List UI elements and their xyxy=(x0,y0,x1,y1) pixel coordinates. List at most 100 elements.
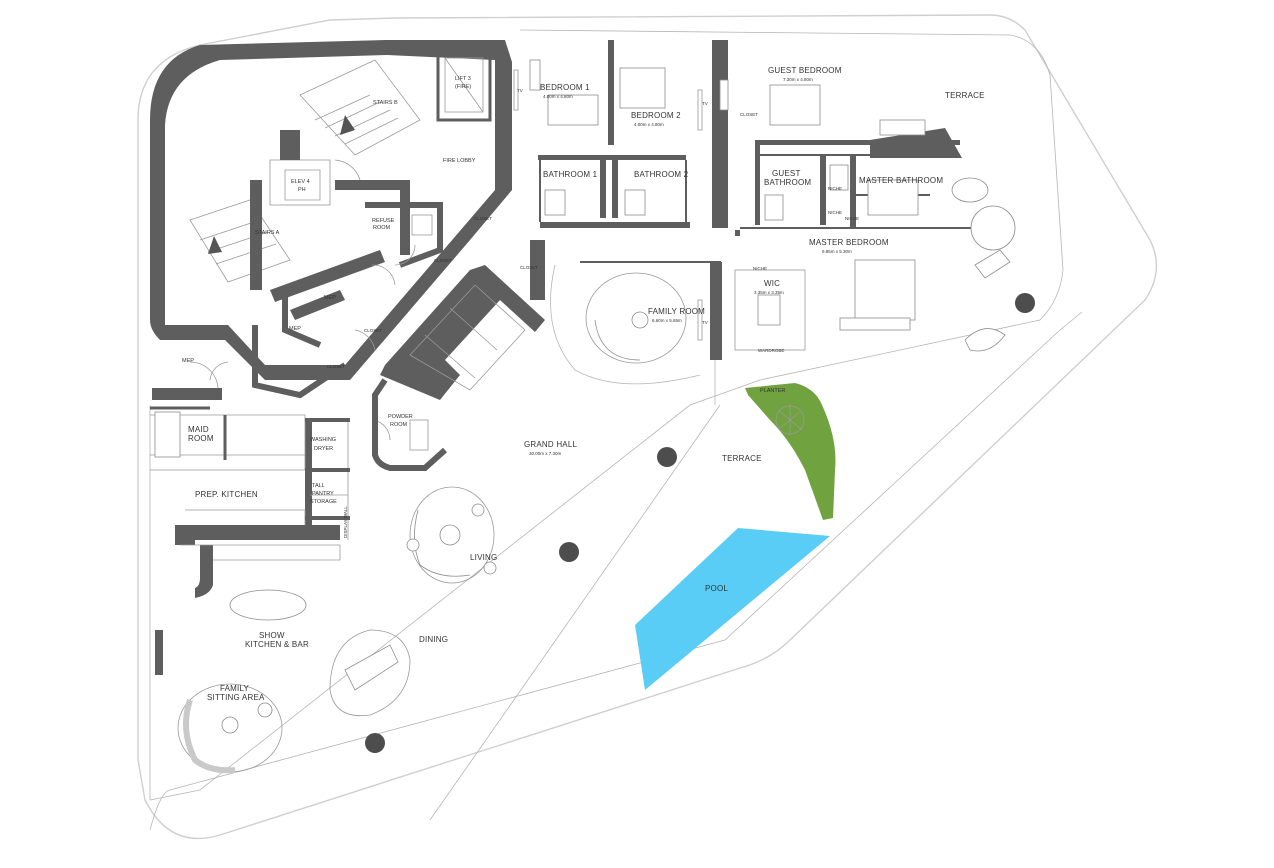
label-bedroom1-dim: 4.00m x 4.80m xyxy=(543,94,573,99)
label-bedroom2: BEDROOM 2 xyxy=(631,111,681,120)
label-display-wall: DISPLAY WALL xyxy=(343,506,348,538)
label-stairs-a: STAIRS A xyxy=(255,230,280,236)
label-show-kitchen-sub: KITCHEN & BAR xyxy=(245,640,309,649)
slab-outline xyxy=(149,29,1064,801)
label-guest-bathroom: GUEST xyxy=(772,169,801,178)
label-powder-sub: ROOM xyxy=(390,422,408,428)
closet-block-inner xyxy=(409,284,526,391)
label-wic-dim: 3.35m x 3.35m xyxy=(754,290,784,295)
refuse-chute xyxy=(411,214,433,236)
stairs-b xyxy=(299,59,421,156)
label-tall-pantry-3: STORAGE xyxy=(310,499,337,505)
label-master-bathroom: MASTER BATHROOM xyxy=(859,176,943,185)
label-bathroom2: BATHROOM 2 xyxy=(634,170,689,179)
core-inner-walls xyxy=(250,130,410,320)
powder-vanity xyxy=(409,419,429,451)
label-wic: WIC xyxy=(764,279,780,288)
label-refuse: REFUSE xyxy=(372,218,395,224)
pool-shape xyxy=(635,528,830,690)
label-bathroom1: BATHROOM 1 xyxy=(543,170,598,179)
label-bedroom2-dim: 4.00m x 4.80m xyxy=(634,122,664,127)
lift3-cross-a xyxy=(444,57,484,113)
kitchen-island xyxy=(229,589,307,621)
elev4-car xyxy=(284,169,321,201)
closet-block xyxy=(380,265,545,400)
label-lift3-sub: (FIRE) xyxy=(455,84,471,90)
label-living: LIVING xyxy=(470,553,497,562)
label-family-room: FAMILY ROOM xyxy=(648,307,705,316)
label-niche-4: NICHE xyxy=(753,266,767,271)
label-family-sitting: FAMILY xyxy=(220,684,250,693)
mep-walls xyxy=(252,290,347,399)
label-washing: WASHING xyxy=(310,437,336,443)
label-maid: MAID xyxy=(188,425,209,434)
bedroom-furniture xyxy=(529,59,1016,352)
label-tv-3: TV xyxy=(702,320,708,325)
label-tall-pantry-2: PANTRY xyxy=(312,491,334,497)
label-tv-1: TV xyxy=(517,88,523,93)
label-tv-2: TV xyxy=(702,101,708,106)
wardrobe-wall xyxy=(710,262,722,360)
living-furniture xyxy=(406,486,497,584)
planter-shape xyxy=(745,383,836,520)
label-maid-sub: ROOM xyxy=(188,434,214,443)
label-closet-3: CLOSET xyxy=(364,328,382,333)
label-mep-1: MEP xyxy=(324,295,336,301)
kitchen-walls xyxy=(155,420,340,675)
label-fire-lobby: FIRE LOBBY xyxy=(443,158,476,164)
label-niche-2: NICHE xyxy=(828,210,842,215)
label-master-bedroom-dim: 9.85m x 5.30m xyxy=(822,249,852,254)
bedroom-walls xyxy=(530,40,960,300)
label-wardrobe: WARDROBE xyxy=(758,348,784,353)
label-show-kitchen: SHOW xyxy=(259,631,285,640)
label-closet-1: CLOSET xyxy=(474,216,492,221)
washing-walls xyxy=(305,418,350,520)
label-prep-kitchen: PREP. KITCHEN xyxy=(195,490,258,499)
label-grand-hall: GRAND HALL xyxy=(524,440,577,449)
family-room-furniture xyxy=(550,264,701,385)
label-guest-bathroom-sub: BATHROOM xyxy=(764,178,811,187)
family-sitting-furniture xyxy=(177,683,283,774)
master-wall-triangle xyxy=(870,128,962,158)
door-swings xyxy=(189,159,416,441)
label-master-bedroom: MASTER BEDROOM xyxy=(809,238,889,247)
glazing-line xyxy=(429,404,721,821)
label-mep-3: MEP xyxy=(182,358,194,364)
label-niche-1: NICHE xyxy=(828,186,842,191)
column xyxy=(559,542,579,562)
label-guest-bedroom-dim: 7.30m x 4.80m xyxy=(783,77,813,82)
label-washing-sub: DRYER xyxy=(314,446,333,452)
stairs-a xyxy=(189,199,291,283)
site-outline xyxy=(137,14,1158,840)
label-terrace-top: TERRACE xyxy=(945,91,985,100)
lift3-car xyxy=(444,57,484,113)
planter-plant xyxy=(775,404,805,436)
bedroom-thin-walls xyxy=(539,154,985,360)
label-closet-5: CLOSET xyxy=(520,265,538,270)
label-bedroom1: BEDROOM 1 xyxy=(540,83,590,92)
label-elev4-sub: PH xyxy=(298,187,306,193)
label-family-room-dim: 6.60m x 5.65m xyxy=(652,318,682,323)
label-closet-6: CLOSET xyxy=(740,112,758,117)
label-elev4: ELEV 4 xyxy=(291,179,310,185)
label-closet-4: CLOSET xyxy=(327,364,345,369)
maid-room-wall xyxy=(150,406,227,460)
lift3-shaft xyxy=(436,50,492,122)
label-family-sitting-sub: SITTING AREA xyxy=(207,693,265,702)
column xyxy=(657,447,677,467)
label-tall-pantry: TALL xyxy=(312,483,325,489)
tv-marks xyxy=(513,69,703,341)
column xyxy=(365,733,385,753)
refuse-room-walls xyxy=(365,202,443,268)
maid-bed xyxy=(154,411,181,458)
label-mep-2: MEP xyxy=(289,326,301,332)
label-dining: DINING xyxy=(419,635,448,644)
label-refuse-sub: ROOM xyxy=(373,225,391,231)
label-terrace: TERRACE xyxy=(722,454,762,463)
label-stairs-b: STAIRS B xyxy=(373,100,398,106)
label-lift3: LIFT 3 xyxy=(455,76,471,82)
column xyxy=(1015,293,1035,313)
core-wall xyxy=(150,40,512,380)
dining-furniture xyxy=(329,629,411,717)
